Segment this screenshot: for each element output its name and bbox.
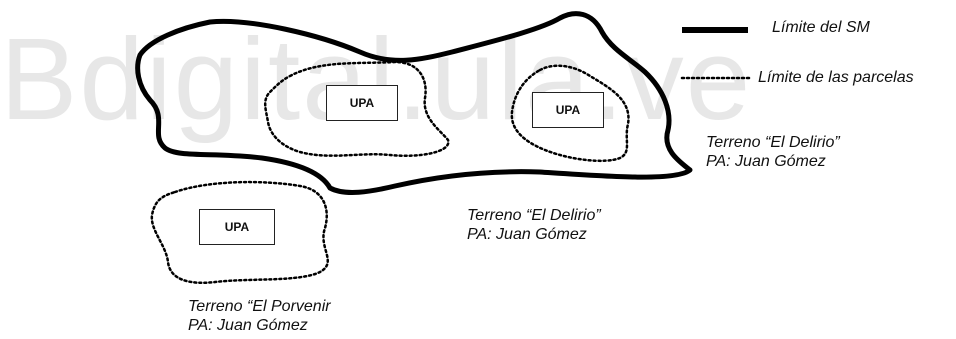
legend-sm-label: Límite del SM	[772, 19, 870, 36]
parcel-label-bottom: Terreno “El Porvenir PA: Juan Gómez	[188, 297, 331, 335]
parcel-owner-middle: PA: Juan Gómez	[467, 226, 587, 243]
parcel-name-middle: Terreno “El Delirio”	[467, 207, 601, 224]
sm-boundary	[135, 11, 693, 195]
upa-box-1: UPA	[326, 85, 398, 121]
parcel-name-bottom: Terreno “El Porvenir	[188, 298, 331, 315]
parcel-owner-right: PA: Juan Gómez	[706, 153, 826, 170]
upa-box-2: UPA	[532, 92, 604, 128]
parcel-boundary-1	[264, 60, 450, 157]
parcel-boundary-2	[510, 64, 630, 163]
parcel-label-middle: Terreno “El Delirio” PA: Juan Gómez	[467, 206, 601, 244]
parcel-boundary-3	[150, 180, 329, 284]
parcel-name-right: Terreno “El Delirio”	[706, 134, 840, 151]
legend-parcel-label: Límite de las parcelas	[758, 69, 914, 86]
parcel-owner-bottom: PA: Juan Gómez	[188, 317, 308, 334]
upa-box-3: UPA	[199, 209, 275, 245]
parcel-label-right: Terreno “El Delirio” PA: Juan Gómez	[706, 133, 840, 171]
